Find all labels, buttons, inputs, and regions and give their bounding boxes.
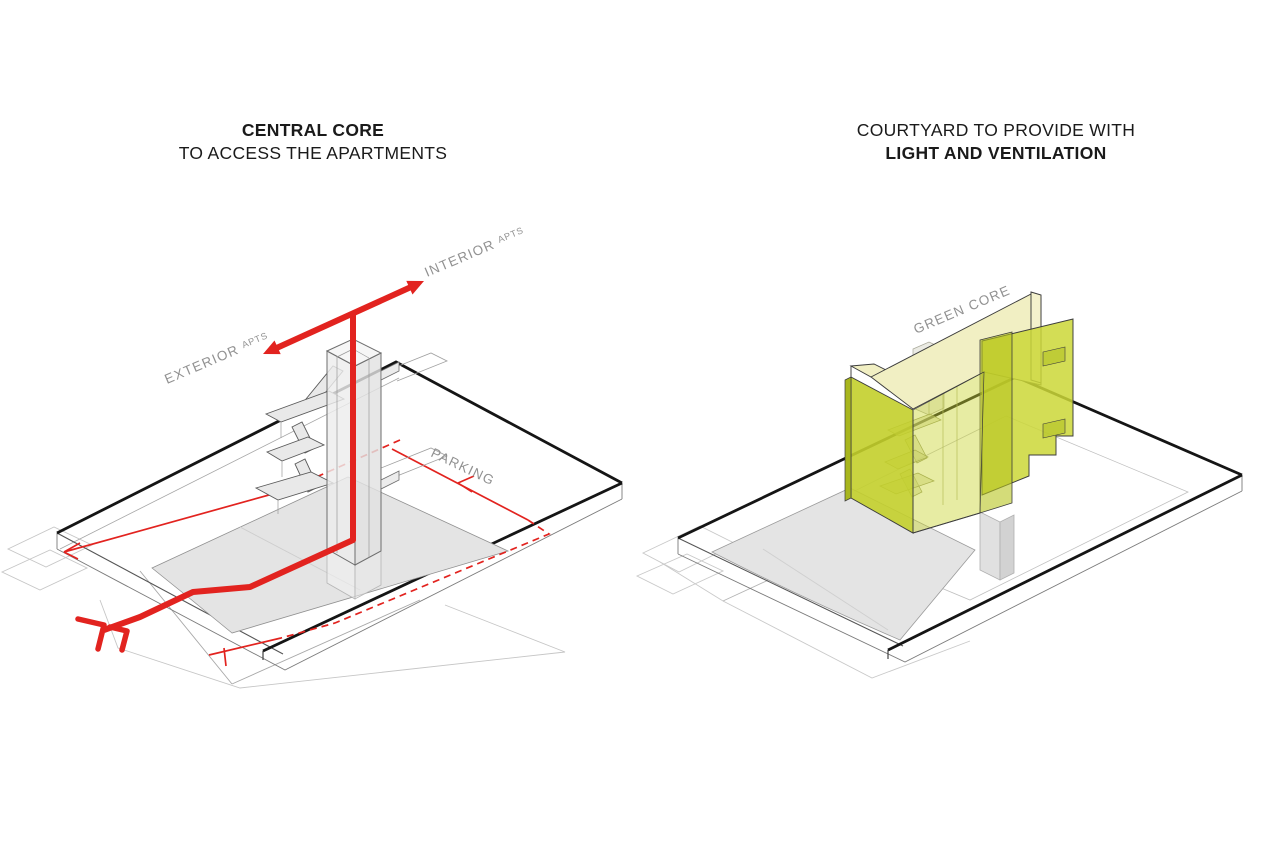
left-circulation-arrows	[75, 280, 424, 653]
green-core-left-edge	[844, 376, 852, 502]
left-diagram: INTERIORAPTS EXTERIORAPTS PARKING	[0, 224, 623, 689]
right-title-line2: LIGHT AND VENTILATION	[885, 143, 1107, 163]
right-title-line1: COURTYARD TO PROVIDE WITH	[856, 120, 1136, 140]
interior-arrowhead	[406, 280, 424, 295]
parking-arrowhead	[457, 475, 475, 493]
right-diagram-title: COURTYARD TO PROVIDE WITH LIGHT AND VENT…	[716, 119, 1276, 165]
left-central-core-tower	[325, 338, 400, 600]
green-core-volume	[844, 291, 1074, 534]
left-title-line2: TO ACCESS THE APARTMENTS	[178, 143, 448, 163]
right-diagram: GREEN CORE	[635, 282, 1243, 679]
right-core-column	[979, 511, 1015, 581]
green-core-shaft	[979, 331, 1013, 514]
exterior-apts-label: EXTERIORAPTS	[162, 329, 271, 386]
entry-fletching	[75, 616, 107, 652]
entry-fletching	[107, 624, 130, 653]
left-diagram-title: CENTRAL CORE TO ACCESS THE APARTMENTS	[33, 119, 593, 165]
left-title-line1: CENTRAL CORE	[241, 120, 385, 140]
green-core-recess	[1042, 346, 1066, 367]
exterior-arrowhead	[263, 340, 281, 355]
parking-label: PARKING	[429, 445, 498, 488]
interior-apts-label: INTERIORAPTS	[422, 224, 526, 280]
green-core-recess	[1042, 418, 1066, 439]
exterior-access-arrowhead	[63, 542, 81, 560]
left-lower-terraces	[0, 526, 566, 689]
